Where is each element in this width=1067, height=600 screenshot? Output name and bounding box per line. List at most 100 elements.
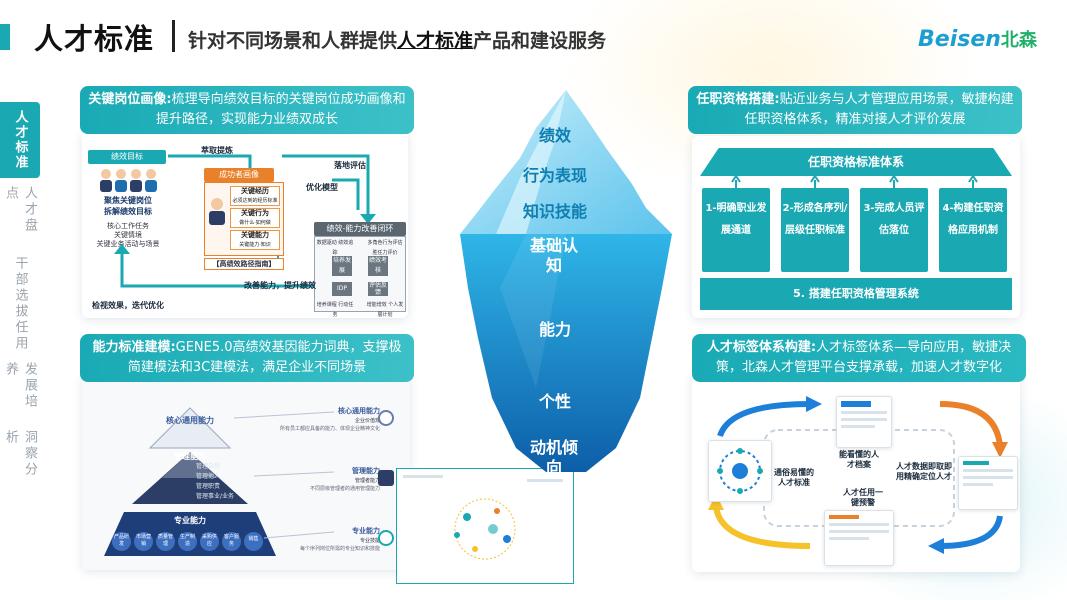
pro-items: 产品研发 市场营销 质量管理 生产制造 采购供应 客户服务 销售 xyxy=(112,532,272,551)
right1-sub: 企业价值观 xyxy=(354,418,380,424)
mgmt-item: 管理职责 xyxy=(196,483,221,490)
iceberg-above-3: 知识技能 xyxy=(522,202,587,221)
network-graph-icon xyxy=(403,475,563,560)
arrow-optimize-label: 优化模型 xyxy=(306,183,338,192)
system-base: 5. 搭建任职资格管理系统 xyxy=(700,278,1012,310)
pro-item: 质量管理 xyxy=(156,532,175,551)
subtitle-post: 产品和建设服务 xyxy=(473,30,607,52)
loop-note-b: 多角色行为评估 胜任力评价 xyxy=(367,240,403,256)
iceberg-below-4: 动机倾向 xyxy=(530,438,579,477)
profile-window xyxy=(836,396,892,448)
goal-line-1: 聚焦关键岗位 xyxy=(104,196,152,205)
nav-item-insight[interactable]: 洞察分析 xyxy=(3,430,37,478)
key-capability-note: 关键能力·知识 xyxy=(239,242,271,248)
key-behavior: 关键行为做什么·如何做 xyxy=(230,208,280,228)
monitor-icon xyxy=(378,530,394,546)
key-position-caption: 关键岗位画像:梳理导向绩效目标的关键岗位成功画像和提升路径，实现能力业绩双成长 xyxy=(80,86,414,134)
right2-title: 管理能力 xyxy=(352,467,380,475)
side-nav: 人才标准 人才盘点 干部选拔任用 发展培养 洞察分析 xyxy=(0,102,44,490)
key-position-caption-bold: 关键岗位画像: xyxy=(88,92,172,107)
tag-note-4: 人才任用一键预警 xyxy=(843,488,883,507)
loop-quadrant-3: IDP xyxy=(332,282,352,296)
key-behavior-note: 做什么·如何做 xyxy=(239,220,271,226)
data-window xyxy=(958,456,1018,510)
logo-latin: Beisen xyxy=(918,27,1001,52)
competency-leader-lines xyxy=(234,411,335,539)
key-capability: 关键能力关键能力·知识 xyxy=(230,230,280,250)
mgmt-items: 管理自我 管理他人 管理职责 管理事业/业务 xyxy=(196,462,234,502)
subtitle-emphasis: 人才标准 xyxy=(397,30,474,52)
id-card-icon xyxy=(378,470,394,486)
iceberg-graphic xyxy=(460,90,672,472)
core-ability-label: 核心通用能力 xyxy=(166,416,214,425)
qualification-caption-bold: 任职资格搭建: xyxy=(696,92,780,107)
nav-item-talent-standard[interactable]: 人才标准 xyxy=(0,102,40,178)
competency-caption-bold: 能力标准建模: xyxy=(92,340,176,355)
goal-note-1: 核心工作任务 xyxy=(107,222,149,230)
loop-quadrant-2: 绩效考核 xyxy=(368,256,388,276)
subtitle-pre: 针对不同场景和人群提供 xyxy=(188,30,398,52)
key-experience: 关键经历必须达到的经历标准 xyxy=(230,186,280,206)
iceberg-below-1: 基础认知 xyxy=(530,236,579,275)
system-title: 任职资格标准体系 xyxy=(700,148,1012,176)
iceberg-above-1: 绩效 xyxy=(538,126,571,145)
competency-caption-text: GENE5.0高绩效基因能力词典，支撑极简建模法和3C建模法，满足企业不同场景 xyxy=(127,340,402,375)
tag-note-3: 人才数据即取即用精确定位人才 xyxy=(896,462,952,481)
pro-item: 采购供应 xyxy=(200,532,219,551)
pro-item: 销售 xyxy=(244,532,263,551)
key-experience-label: 关键经历 xyxy=(241,187,269,195)
key-position-caption-text: 梳理导向绩效目标的关键岗位成功画像和提升路径，实现能力业绩双成长 xyxy=(155,92,406,127)
page-title: 人才标准 xyxy=(34,22,155,56)
network-thumbnail xyxy=(396,468,574,584)
header-accent-bar xyxy=(0,24,10,50)
right1-note: 所有员工都应具备的能力、体现企业精神文化 xyxy=(279,426,380,432)
arrow-review-label: 检视效果，迭代优化 xyxy=(92,301,164,310)
pro-ability-label: 专业能力 xyxy=(174,516,206,525)
pro-item: 客户服务 xyxy=(222,532,241,551)
step-4: 4-构建任职资格应用机制 xyxy=(939,188,1007,272)
loop-note-d: 增能增效 个人发展计划 xyxy=(366,302,404,318)
header-separator xyxy=(172,20,175,52)
mgmt-ability-label: 管理能力 xyxy=(174,452,206,461)
tag-wheel-icon xyxy=(717,448,763,494)
key-behavior-label: 关键行为 xyxy=(241,209,269,217)
right3-title: 专业能力 xyxy=(352,527,380,535)
loop-quadrant-1: 培养发展 xyxy=(332,256,352,276)
logo-cn: 北森 xyxy=(1000,30,1037,51)
nav-item-talent-review[interactable]: 人才盘点 xyxy=(3,186,37,234)
arrow-improve-label: 改善能力，提升绩效 xyxy=(244,281,316,290)
competency-caption: 能力标准建模:GENE5.0高绩效基因能力词典，支撑极简建模法和3C建模法，满足… xyxy=(80,334,414,382)
iceberg-below-2: 能力 xyxy=(538,320,571,339)
step-3: 3-完成人员评估落位 xyxy=(860,188,928,272)
tag-wheel-window xyxy=(708,440,772,502)
tags-caption-text: 人才标签体系—导向应用，敏捷决策，北森人才管理平台支撑承载，加速人才数字化 xyxy=(715,340,1012,375)
iceberg-above-2: 行为表现 xyxy=(522,166,587,185)
iceberg-below-3: 个性 xyxy=(538,392,571,411)
tag-note-1: 通俗易懂的人才标准 xyxy=(774,468,814,487)
qualification-caption: 任职资格搭建:贴近业务与人才管理应用场景，敏捷构建任职资格体系，精准对接人才评价… xyxy=(688,86,1022,134)
tags-caption: 人才标签体系构建:人才标签体系—导向应用，敏捷决策，北森人才管理平台支撑承载，加… xyxy=(692,334,1026,382)
page-subtitle: 针对不同场景和人群提供人才标准产品和建设服务 xyxy=(188,26,606,53)
step-2: 2-形成各序列/层级任职标准 xyxy=(781,188,849,272)
right1-title: 核心通用能力 xyxy=(338,407,380,415)
right2-note: 不同层级管理者的通用管理能力 xyxy=(309,486,380,492)
mgmt-item: 管理事业/业务 xyxy=(196,493,235,500)
tags-caption-bold: 人才标签体系构建: xyxy=(706,340,817,355)
goal-bar: 绩效目标 xyxy=(88,150,166,164)
nav-item-development[interactable]: 发展培养 xyxy=(3,362,37,410)
pro-item: 市场营销 xyxy=(134,532,153,551)
nav-item-cadre-selection[interactable]: 干部选拔任用 xyxy=(12,256,28,352)
loop-quadrant-4: 评估反馈 xyxy=(368,282,388,296)
right3-sub: 专业技能 xyxy=(359,538,380,544)
success-bar: 成功者画像 xyxy=(204,168,274,182)
loop-note-c: 培养课程 行动任务 xyxy=(316,302,354,318)
goal-line-2: 拆解绩效目标 xyxy=(104,207,152,216)
step-1: 1-明确职业发展通道 xyxy=(702,188,770,272)
key-experience-note: 必须达到的经历标准 xyxy=(232,198,278,204)
arrow-land-label: 落地评估 xyxy=(334,161,366,170)
pro-item: 产品研发 xyxy=(112,532,131,551)
mgmt-item: 管理他人 xyxy=(196,473,221,480)
loop-bar: 绩效-能力改善闭环 xyxy=(314,222,406,236)
mgmt-item: 管理自我 xyxy=(196,463,221,470)
tag-note-2: 能看懂的人才档案 xyxy=(839,450,879,469)
